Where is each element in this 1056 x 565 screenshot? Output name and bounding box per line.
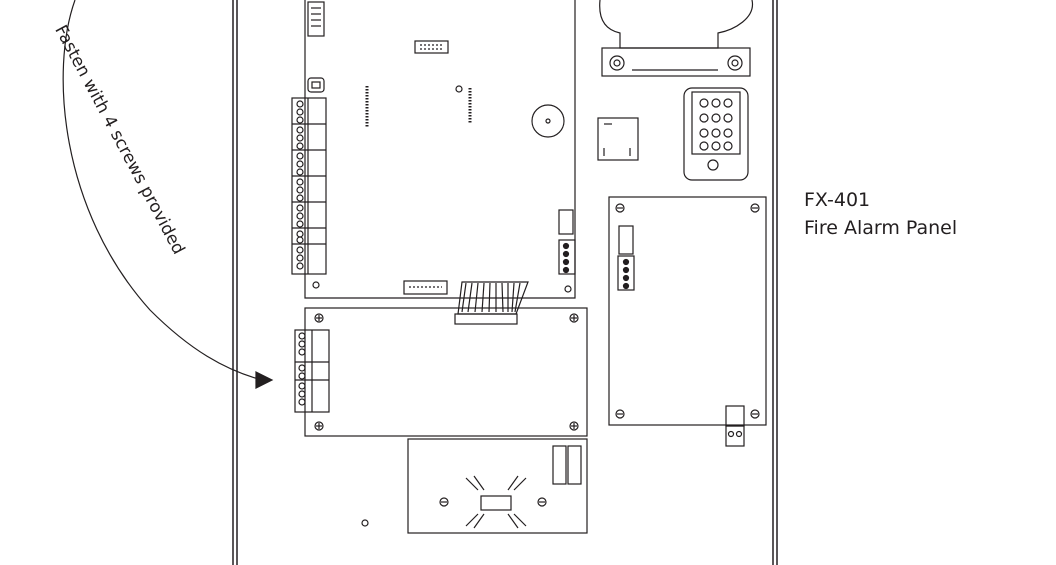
- ribbon-cable: [454, 281, 529, 325]
- bridge-rectifier: [597, 117, 639, 161]
- instruction-arrow: [62, 0, 274, 389]
- enclosure-outline: [232, 0, 778, 565]
- transformer: [599, 0, 753, 77]
- power-board: [361, 438, 588, 534]
- secondary-board: [608, 196, 767, 447]
- expansion-module: [294, 307, 588, 437]
- panel-description-label: Fire Alarm Panel: [804, 217, 958, 239]
- panel-model-label: FX-401: [804, 189, 871, 211]
- main-board: [291, 0, 576, 299]
- terminal-connector: [683, 87, 749, 181]
